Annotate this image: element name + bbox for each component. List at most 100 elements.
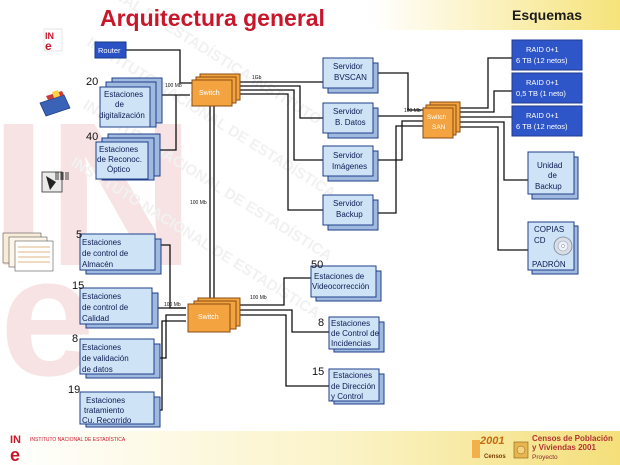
svg-text:e: e (45, 39, 52, 53)
raid-3: RAID 0+1 6 TB (12 netos) (511, 105, 583, 137)
svg-text:RAID 0+1: RAID 0+1 (526, 111, 559, 120)
station-incidencias: 8 Estaciones de Control de Incidencias (318, 316, 385, 353)
svg-text:Videocorrección: Videocorrección (312, 282, 369, 291)
svg-text:y Control: y Control (331, 392, 363, 401)
svg-text:SAN: SAN (432, 124, 446, 131)
svg-text:IN: IN (10, 434, 21, 446)
svg-text:Switch: Switch (199, 90, 220, 97)
server-backup: Servidor Backup (322, 194, 379, 231)
station-validacion: 8 Estaciones de validación de datos (72, 333, 161, 379)
svg-text:100 Mb: 100 Mb (164, 302, 181, 308)
raid-2: RAID 0+1 0,5 TB (1 neto) (511, 72, 583, 104)
footer-censos-line1: Censos de Población (532, 434, 613, 443)
svg-text:Estaciones: Estaciones (99, 145, 138, 154)
station-almacen: 5 Estaciones de control de Almacén (76, 229, 162, 275)
svg-text:100 Mb: 100 Mb (250, 295, 267, 301)
svg-text:digitalización: digitalización (99, 111, 145, 120)
ine-logo-small: IN e (43, 28, 63, 53)
server-bvscan: Servidor BVSCAN (322, 57, 379, 94)
station-calidad: 15 Estaciones de control de Calidad (72, 280, 159, 329)
svg-text:Estaciones: Estaciones (82, 238, 121, 247)
page-title: Arquitectura general (100, 5, 325, 31)
server-bdatos: Servidor B. Datos (322, 102, 379, 139)
svg-text:Calidad: Calidad (82, 314, 109, 323)
raid-1: RAID 0+1 6 TB (12 netos) (511, 39, 583, 71)
scanner-icon (39, 90, 71, 117)
svg-text:Router: Router (98, 46, 121, 55)
switch-top: Switch (191, 73, 241, 107)
station-videocorreccion: 50 Estaciones de Videocorrección (310, 259, 382, 302)
svg-text:Estaciones: Estaciones (331, 319, 370, 328)
svg-text:RAID 0+1: RAID 0+1 (526, 45, 559, 54)
svg-text:de datos: de datos (82, 365, 113, 374)
svg-text:RAID 0+1: RAID 0+1 (526, 78, 559, 87)
svg-text:Óptico: Óptico (107, 165, 131, 174)
router-node: Router (94, 41, 127, 59)
svg-text:de validación: de validación (82, 354, 129, 363)
svg-text:de Dirección: de Dirección (331, 382, 375, 391)
svg-text:tratamiento: tratamiento (84, 406, 125, 415)
svg-text:e: e (10, 445, 20, 465)
svg-text:Estaciones: Estaciones (82, 292, 121, 301)
svg-text:Servidor: Servidor (333, 62, 363, 71)
svg-text:Incidencias: Incidencias (331, 339, 371, 348)
svg-text:COPIAS: COPIAS (534, 225, 564, 234)
svg-text:Backup: Backup (535, 182, 562, 191)
footer-institute: INSTITUTO NACIONAL DE ESTADÍSTICA (30, 436, 126, 443)
svg-text:Backup: Backup (336, 210, 363, 219)
svg-text:Servidor: Servidor (333, 199, 363, 208)
svg-text:Servidor: Servidor (333, 107, 363, 116)
census-forms-icon (2, 232, 54, 272)
footer-censos-line2: y Viviendas 2001 (532, 443, 596, 452)
footer-censos-line3: Proyecto (532, 454, 558, 461)
svg-text:de Reconoc.: de Reconoc. (97, 155, 142, 164)
svg-text:Censos: Censos (484, 454, 506, 460)
svg-text:6 TB (12 netos): 6 TB (12 netos) (516, 56, 568, 65)
svg-text:PADRÓN: PADRÓN (532, 260, 566, 269)
svg-text:BVSCAN: BVSCAN (334, 73, 367, 82)
svg-text:de control de: de control de (82, 249, 129, 258)
count-almacen: 5 (76, 229, 82, 241)
station-recorrido: 19 Estaciones tratamiento Cu. Recorrido (68, 384, 161, 428)
station-digitalizacion: 20 Estaciones de digitalización (86, 76, 163, 128)
censos-logo: 2001 Censos (472, 435, 529, 460)
svg-text:Imágenes: Imágenes (332, 162, 367, 171)
svg-text:de Control de: de Control de (331, 329, 380, 338)
svg-text:0,5 TB (1 neto): 0,5 TB (1 neto) (516, 89, 566, 98)
svg-text:100 Mb: 100 Mb (404, 108, 421, 114)
svg-text:Estaciones: Estaciones (86, 396, 125, 405)
svg-text:Estaciones: Estaciones (333, 371, 372, 380)
cd-icon (553, 236, 573, 256)
svg-text:CD: CD (534, 236, 546, 245)
station-reconocimiento: 40 Estaciones de Reconoc. Óptico (86, 131, 161, 181)
svg-text:Cu. Recorrido: Cu. Recorrido (82, 416, 132, 425)
switch-san: Switch SAN (422, 101, 461, 139)
svg-text:Servidor: Servidor (333, 151, 363, 160)
count-recorrido: 19 (68, 384, 80, 396)
count-incidencias: 8 (318, 317, 324, 329)
barcode-reader-icon (41, 171, 69, 193)
svg-text:Estaciones: Estaciones (104, 90, 143, 99)
svg-text:100 Mb: 100 Mb (165, 83, 182, 89)
connection-lines (126, 49, 528, 411)
svg-text:6 TB (12 netos): 6 TB (12 netos) (516, 122, 568, 131)
ine-logo-footer: IN e (10, 434, 21, 465)
station-direccion: 15 Estaciones de Dirección y Control (312, 366, 385, 405)
svg-text:1Gb: 1Gb (252, 75, 262, 81)
copias-cd-padron: COPIAS CD PADRÓN (527, 221, 579, 275)
svg-text:2001: 2001 (479, 435, 504, 447)
count-reconocimiento: 40 (86, 131, 98, 143)
svg-text:Estaciones de: Estaciones de (314, 272, 365, 281)
svg-text:de: de (115, 100, 124, 109)
svg-text:Almacén: Almacén (82, 260, 113, 269)
speed-labels: 100 Mb 1Gb 100 Mb 100 Mb 100 Mb 100 Mb (164, 75, 421, 308)
svg-text:Switch: Switch (198, 314, 219, 321)
count-calidad: 15 (72, 280, 84, 292)
svg-text:Switch: Switch (427, 114, 447, 121)
count-videocorreccion: 50 (311, 259, 323, 271)
corner-label: Esquemas (512, 7, 582, 23)
svg-text:Estaciones: Estaciones (82, 343, 121, 352)
server-imagenes: Servidor Imágenes (322, 145, 379, 182)
